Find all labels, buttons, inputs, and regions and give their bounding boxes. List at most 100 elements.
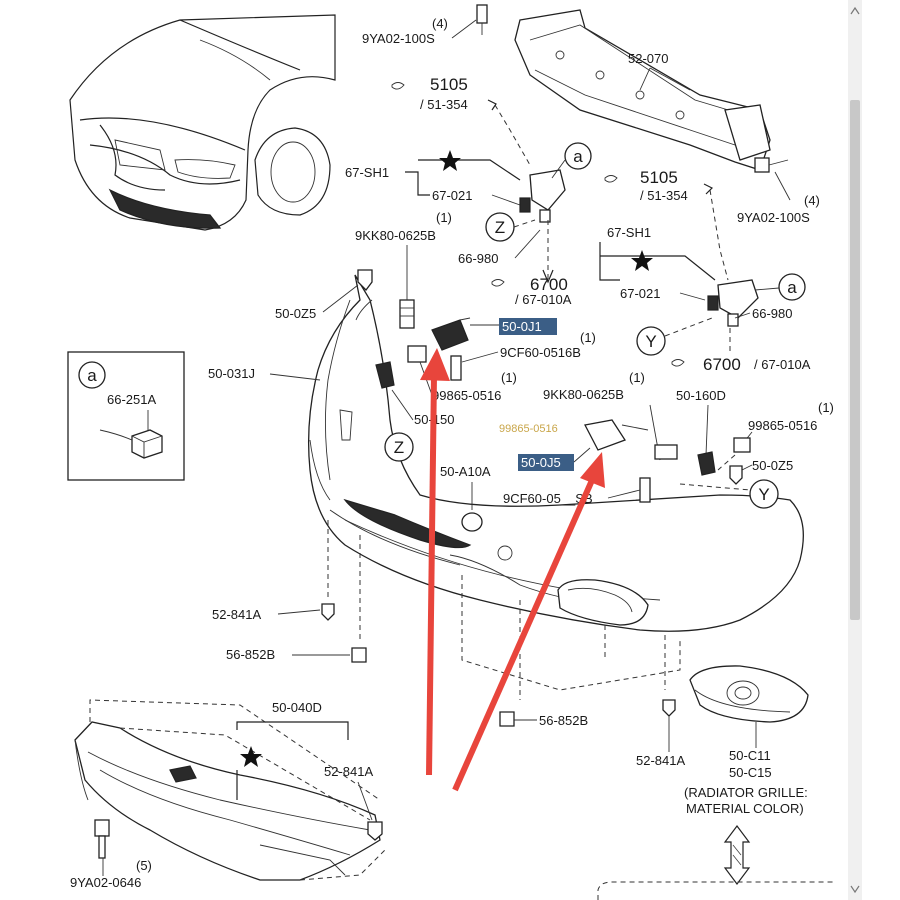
bracket-right [707,279,759,327]
svg-text:50-0J5: 50-0J5 [521,455,561,470]
clip-50-0z5-a [357,269,373,291]
circle-y-1: Y [636,326,666,356]
bolt-9ya02-0646: 9YA02-0646 [70,875,141,890]
circle-z-1: Z [485,212,515,242]
bolt-9kk80-0625b-a: 9KK80-0625B [355,228,436,243]
part-67-sh1-b: 67-SH1 [607,225,651,240]
nut-56-852b-a [351,647,367,663]
qty-1-9kk-a: (1) [436,210,452,225]
part-66-251a: 66-251A [107,392,156,407]
book-ref-icon [391,82,405,90]
part-52-070-label: 52-070 [628,51,668,66]
part-67-021-b: 67-021 [620,286,660,301]
qty-4-right: (4) [804,193,820,208]
ref-6700-a: 6700 [530,275,568,294]
qty-1-9kk-b: (1) [629,370,645,385]
red-arrow-2 [452,452,605,792]
bolt-9ya02-0646 [94,819,110,859]
part-56-852b-b: 56-852B [539,713,588,728]
bumper-reinforcement [514,9,771,171]
part-66-980-a: 66-980 [458,251,498,266]
scroll-down-icon[interactable] [850,885,860,894]
part-52-841a-a: 52-841A [212,607,261,622]
circle-y-2: Y [749,479,779,509]
svg-text:Y: Y [758,485,769,504]
highlight-50-0j1: 50-0J1 [499,318,557,335]
note-line-2: MATERIAL COLOR) [686,801,804,816]
bolt-99865-0516-a: 99865-0516 [432,388,501,403]
note-line-1: (RADIATOR GRILLE: [684,785,808,800]
part-50-031j: 50-031J [208,366,255,381]
part-67-sh1-a: 67-SH1 [345,165,389,180]
fog-grille [689,665,809,723]
part-66-980-b: 66-980 [752,306,792,321]
svg-text:Y: Y [645,332,656,351]
clip-52-841a-b [662,699,676,717]
star-icon [631,250,653,271]
bracket-50-150 [375,361,395,389]
fog-cutout [557,579,649,626]
part-50-c15: 50-C15 [729,765,772,780]
part-50-c11: 50-C11 [729,748,771,763]
ref-67-010a-a: / 67-010A [515,292,572,307]
svg-text:a: a [787,278,797,297]
bracket-left [519,169,566,223]
part-67-021-a: 67-021 [432,188,472,203]
scrollbar-thumb[interactable] [850,100,860,620]
part-50-160d: 50-160D [676,388,726,403]
bolt-99865-0516-b: 99865-0516 [748,418,817,433]
book-ref-icon [604,175,618,183]
inset-box: a 66-251A [67,351,185,481]
bolt-9cf60-a [450,355,462,381]
part-50-040d: 50-040D [272,700,322,715]
bolt-9cf60-05-sb: 9CF60-05__SB [503,491,593,506]
ref-6700-b: 6700 [703,355,741,374]
svg-text:Z: Z [495,218,505,237]
svg-text:a: a [87,366,97,385]
bracket-50-0j5 [584,419,649,451]
svg-text:50-0J1: 50-0J1 [502,319,542,334]
circle-a-inset: a [78,361,106,389]
ref-67-010a-b: / 67-010A [754,357,811,372]
qty-4-top: (4) [432,16,448,31]
double-arrow-icon [723,825,751,885]
car-illustration [69,14,336,231]
circle-a-1: a [564,142,592,170]
red-arrow-1 [420,348,450,776]
clip-52-841a-c [367,821,383,841]
circle-a-2: a [778,273,806,301]
bolt-9kk80-a [399,299,415,329]
star-icon [240,746,262,767]
bolt-9ya02-100s-right: 9YA02-100S [737,210,810,225]
bolt-99865-b [733,437,751,453]
scroll-up-icon[interactable] [850,6,860,15]
bolt-9ya02-100s-top: 9YA02-100S [362,31,435,46]
bolt-99865-a [407,345,427,363]
qty-1-99865-a: (1) [501,370,517,385]
book-ref-icon [491,279,505,287]
part-50-0z5-a: 50-0Z5 [275,306,316,321]
bracket-50-160d [697,451,716,476]
bolt-9kk80-0625b-b: 9KK80-0625B [543,387,624,402]
qty-1-9cf-a: (1) [580,330,596,345]
qty-5: (5) [136,858,152,873]
part-56-852b-a: 56-852B [226,647,275,662]
star-icon [439,150,461,171]
svg-text:99865-0516: 99865-0516 [499,423,558,435]
faint-label: 99865-0516 [499,423,558,435]
highlight-50-0j5: 50-0J5 [518,454,574,471]
book-ref-icon [671,359,685,367]
bolt-top [476,4,488,35]
bolt-9kk80-b [654,444,678,460]
svg-text:a: a [573,147,583,166]
bolt-9cf60-b [639,477,651,503]
plug-50-a10a [461,512,483,532]
clip-52-841a-a [321,603,335,621]
ref-51-354-a: / 51-354 [420,97,468,112]
scrollbar[interactable] [848,0,862,900]
bracket-50-0j1 [431,317,471,351]
nut-56-852b-b [499,711,515,727]
part-52-841a-c: 52-841A [324,764,373,779]
svg-text:Z: Z [394,438,404,457]
